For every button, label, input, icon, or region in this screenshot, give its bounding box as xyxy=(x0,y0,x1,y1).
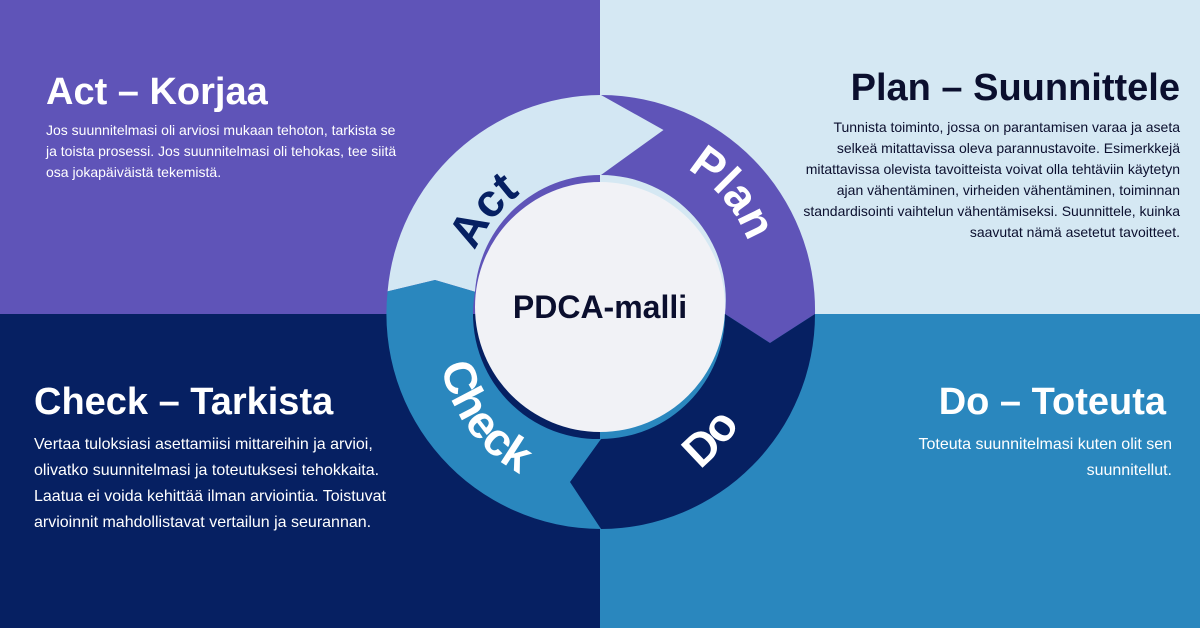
act-title: Act – Korjaa xyxy=(46,71,268,113)
center-label: PDCA-malli xyxy=(513,289,687,325)
act-description: Jos suunnitelmasi oli arviosi mukaan teh… xyxy=(46,122,397,180)
act-segment xyxy=(387,95,664,292)
check-title: Check – Tarkista xyxy=(34,381,334,423)
check-description: Vertaa tuloksiasi asettamiisi mittareihi… xyxy=(34,436,386,531)
plan-segment xyxy=(601,95,816,343)
plan-title: Plan – Suunnittele xyxy=(850,67,1180,109)
do-title: Do – Toteuta xyxy=(938,381,1166,423)
do-description: Toteuta suunnitelmasi kuten olit sen suu… xyxy=(918,436,1172,479)
check-segment xyxy=(386,280,601,529)
center-circle xyxy=(475,182,725,432)
plan-description: Tunnista toiminto, jossa on parantamisen… xyxy=(803,119,1180,240)
do-segment xyxy=(570,314,815,529)
